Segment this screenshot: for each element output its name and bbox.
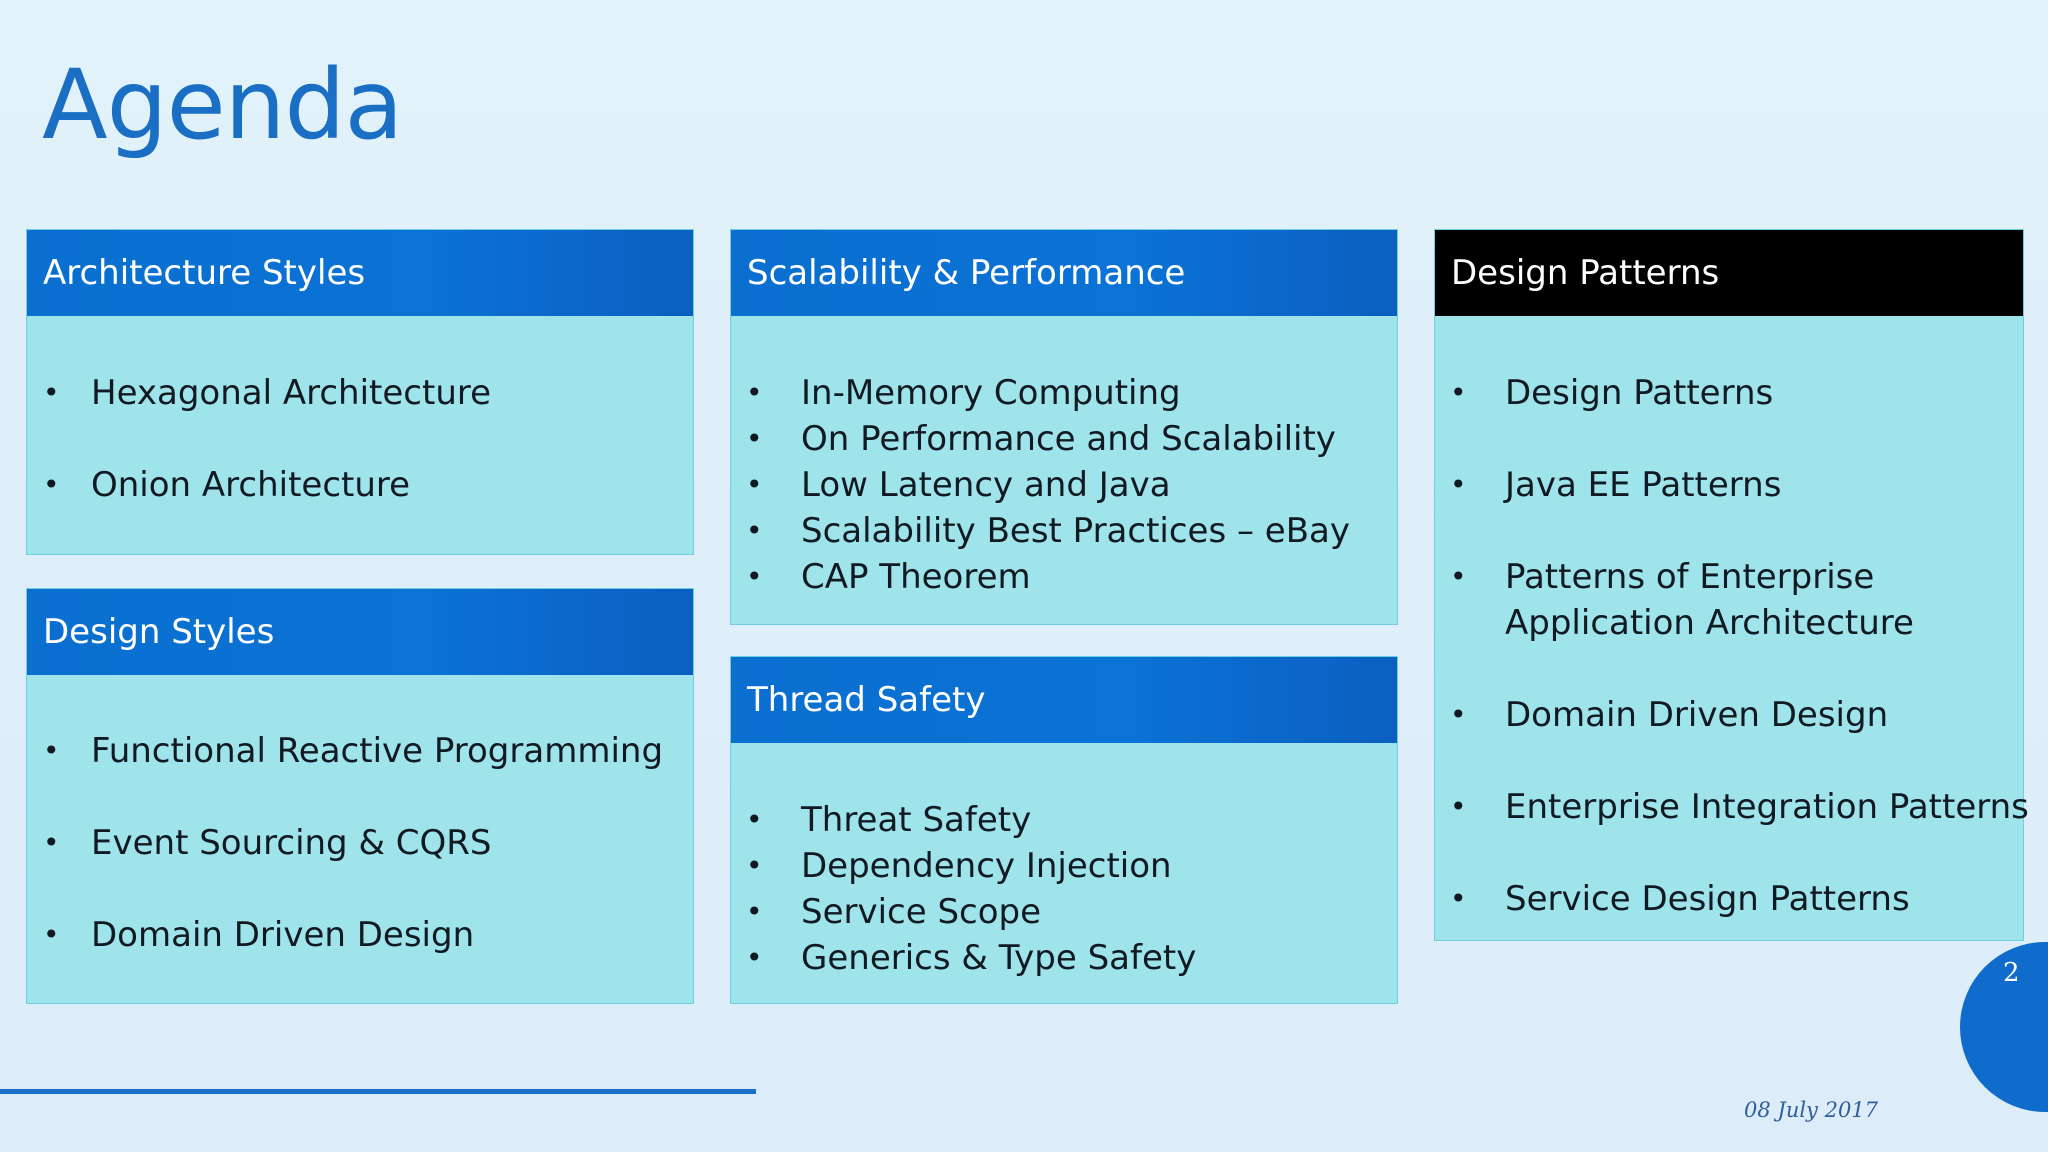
bullet: • bbox=[43, 826, 60, 859]
list-item-text: Threat Safety bbox=[801, 800, 1032, 840]
bullet: • bbox=[1450, 698, 1467, 731]
bullet: • bbox=[1450, 376, 1467, 409]
card-header: Scalability & Performance bbox=[731, 230, 1397, 316]
bullet: • bbox=[1450, 560, 1467, 593]
footer-divider-line bbox=[0, 1089, 756, 1094]
card-list: • In-Memory Computing • On Performance and… bbox=[731, 370, 1397, 600]
list-item-text: Design Patterns bbox=[1505, 373, 1774, 413]
bullet: • bbox=[746, 803, 763, 836]
list-item: • Java EE Patterns bbox=[1435, 462, 2023, 508]
list-item-text: Scalability Best Practices – eBay bbox=[801, 511, 1350, 551]
list-item-text: Functional Reactive Programming bbox=[91, 731, 664, 771]
list-item-text: Low Latency and Java bbox=[801, 465, 1171, 505]
bullet: • bbox=[1450, 468, 1467, 501]
bullet: • bbox=[746, 514, 763, 547]
list-item: • Service Design Patterns bbox=[1435, 876, 2023, 922]
list-item: • Patterns of Enterprise bbox=[1435, 554, 2023, 600]
card-thread-safety: Thread Safety • Threat Safety • Dependency… bbox=[730, 656, 1398, 1004]
list-item-text: CAP Theorem bbox=[801, 557, 1031, 597]
list-item: • Threat Safety bbox=[731, 797, 1397, 843]
list-item: • CAP Theorem bbox=[731, 554, 1397, 600]
list-item: • Functional Reactive Programming bbox=[27, 728, 693, 774]
page-number: 2 bbox=[2003, 958, 2020, 988]
slide-date: 08 July 2017 bbox=[1744, 1098, 1879, 1122]
list-item: • Low Latency and Java bbox=[731, 462, 1397, 508]
list-item-text: Patterns of Enterprise bbox=[1505, 557, 1875, 597]
list-item: • Enterprise Integration Patterns bbox=[1435, 784, 2029, 830]
slide-title: Agenda bbox=[42, 49, 403, 161]
bullet: • bbox=[746, 422, 763, 455]
card-list: • Functional Reactive Programming • Event … bbox=[27, 728, 693, 1004]
card-list: • Design Patterns • Java EE Patterns • Patt… bbox=[1435, 370, 2029, 922]
bullet: • bbox=[43, 734, 60, 767]
bullet: • bbox=[43, 918, 60, 951]
list-item: • Domain Driven Design bbox=[27, 912, 693, 958]
bullet: • bbox=[43, 468, 60, 501]
list-item: • Design Patterns bbox=[1435, 370, 2023, 416]
list-item: • Dependency Injection bbox=[731, 843, 1397, 889]
list-item: • Domain Driven Design bbox=[1435, 692, 2023, 738]
bullet: • bbox=[746, 468, 763, 501]
card-header: Design Patterns bbox=[1435, 230, 2023, 316]
card-scalability-performance: Scalability & Performance • In-Memory Com… bbox=[730, 229, 1398, 625]
list-item-text: Domain Driven Design bbox=[1505, 695, 1889, 735]
list-item: • Service Scope bbox=[731, 889, 1397, 935]
bullet: • bbox=[746, 849, 763, 882]
list-item: • Scalability Best Practices – eBay bbox=[731, 508, 1397, 554]
list-item-text: Generics & Type Safety bbox=[801, 938, 1197, 978]
list-item-text: Dependency Injection bbox=[801, 846, 1172, 886]
list-item-continuation: Application Architecture bbox=[1435, 600, 2023, 646]
card-list: • Threat Safety • Dependency Injection • Se… bbox=[731, 797, 1397, 981]
card-header: Design Styles bbox=[27, 589, 693, 675]
bullet: • bbox=[1450, 882, 1467, 915]
list-item-text: Hexagonal Architecture bbox=[91, 373, 492, 413]
bullet: • bbox=[43, 376, 60, 409]
card-design-patterns: Design Patterns • Design Patterns • Java E… bbox=[1434, 229, 2029, 941]
list-item-text: In-Memory Computing bbox=[801, 373, 1181, 413]
list-item: • Hexagonal Architecture bbox=[27, 370, 693, 416]
list-item-text: Domain Driven Design bbox=[91, 915, 475, 955]
list-item-text: Application Architecture bbox=[1505, 603, 1914, 643]
card-design-styles: Design Styles • Functional Reactive Progr… bbox=[26, 588, 694, 1004]
bullet: • bbox=[746, 941, 763, 974]
list-item-text: Service Scope bbox=[801, 892, 1042, 932]
list-item-text: Java EE Patterns bbox=[1505, 465, 1782, 505]
list-item-text: Event Sourcing & CQRS bbox=[91, 823, 492, 863]
bullet: • bbox=[746, 376, 763, 409]
list-item-text: Onion Architecture bbox=[91, 465, 411, 505]
bullet: • bbox=[1450, 790, 1467, 823]
list-item-text: Service Design Patterns bbox=[1505, 879, 1910, 919]
bullet: • bbox=[746, 895, 763, 928]
list-item-text: Enterprise Integration Patterns bbox=[1505, 787, 2029, 827]
list-item: • Event Sourcing & CQRS bbox=[27, 820, 693, 866]
card-header: Thread Safety bbox=[731, 657, 1397, 743]
list-item: • Generics & Type Safety bbox=[731, 935, 1397, 981]
list-item: • In-Memory Computing bbox=[731, 370, 1397, 416]
list-item: • Onion Architecture bbox=[27, 462, 693, 508]
list-item: • On Performance and Scalability bbox=[731, 416, 1397, 462]
card-architecture-styles: Architecture Styles • Hexagonal Architect… bbox=[26, 229, 694, 555]
card-list: • Hexagonal Architecture • Onion Architect… bbox=[27, 370, 693, 554]
bullet: • bbox=[746, 560, 763, 593]
list-item-text: On Performance and Scalability bbox=[801, 419, 1336, 459]
card-header: Architecture Styles bbox=[27, 230, 693, 316]
